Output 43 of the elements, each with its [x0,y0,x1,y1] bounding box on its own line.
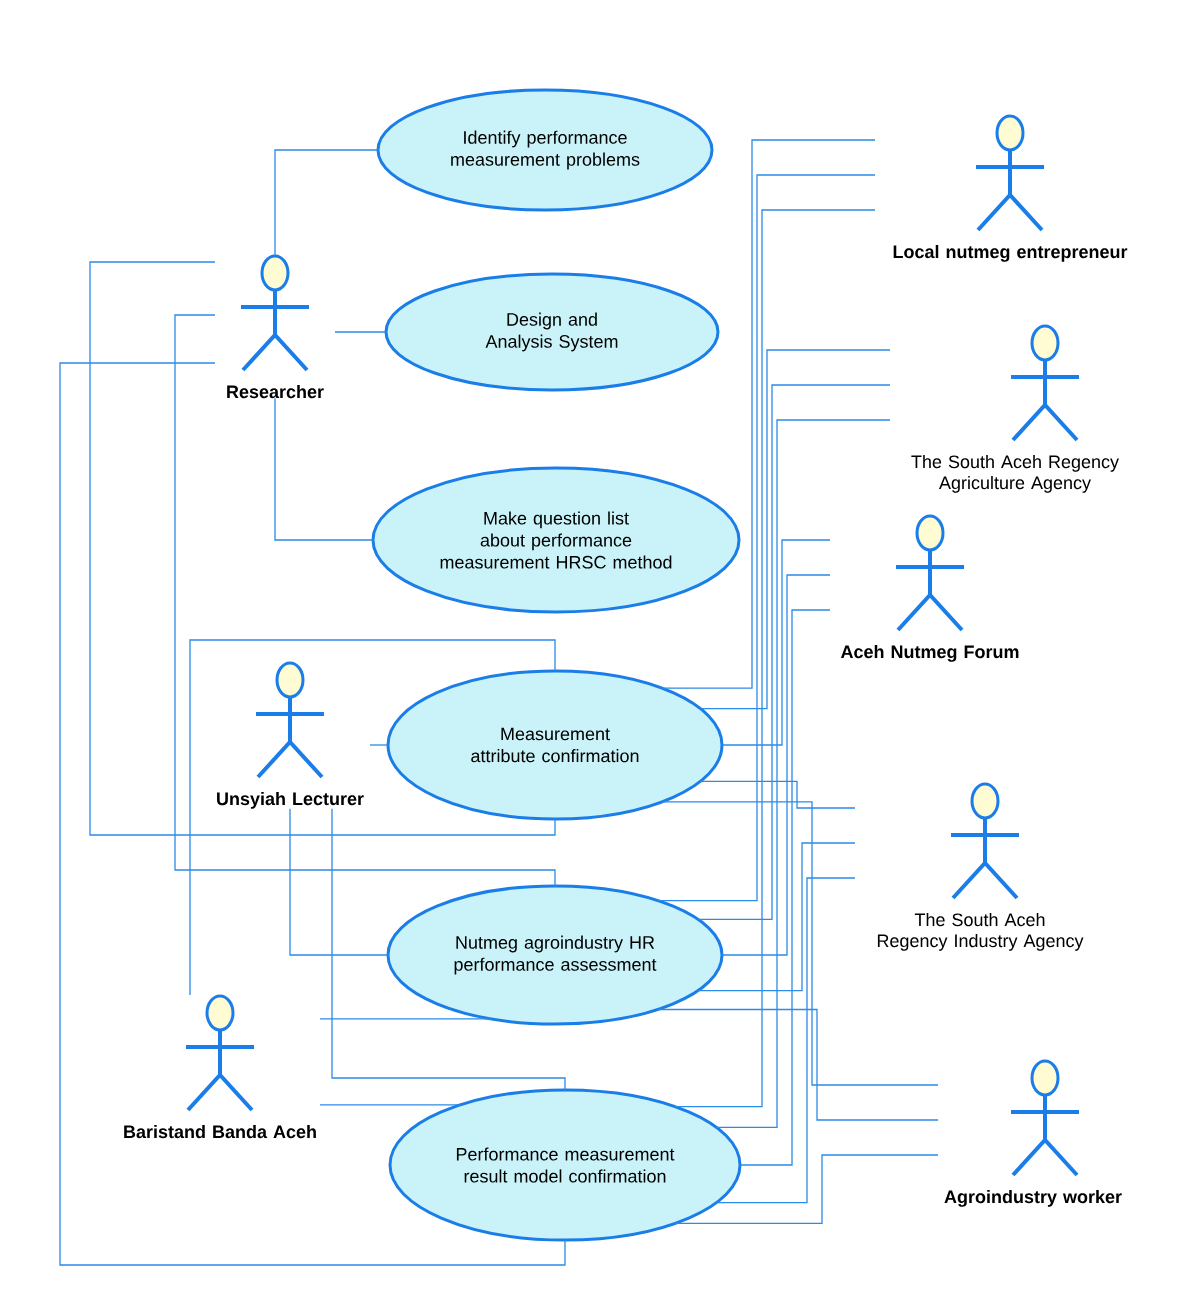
connector-line [739,609,831,1166]
connector-line [697,842,856,992]
node-label: The South Aceh Regency Agriculture Agency [911,454,1119,493]
connector-line [274,149,379,256]
actor: Local nutmeg entrepreneur [893,114,1128,262]
connector-line [674,1154,939,1225]
actor: Baristand Banda Aceh [124,994,316,1139]
node-label: Unsyiah Lecturer [217,791,364,809]
actor: Researcher [227,254,324,399]
connector-line [334,331,387,333]
connector-line [274,397,374,541]
node-label: Aceh Nutmeg Forum [840,644,1019,662]
connector-line [189,639,556,996]
connector-line [656,1008,939,1121]
node-label: The South Aceh Regency Industry Agency [877,912,1084,951]
connector-line [715,877,856,1204]
connector-line [674,209,876,1108]
actor: The South Aceh Regency Agriculture Agency [911,324,1119,493]
connector-line [174,314,556,887]
node-label: Local nutmeg entrepreneur [893,244,1128,262]
connector-line [721,539,831,746]
connector-line [721,574,831,956]
connector-line [59,362,566,1266]
connector-line [369,744,389,746]
connector-line [661,801,939,1086]
connector-line [289,808,389,956]
actor: The South Aceh Regency Industry Agency [877,782,1084,951]
connector-line [89,261,556,836]
actor: Aceh Nutmeg Forum [840,514,1019,662]
connector-line [656,174,876,902]
actor: Unsyiah Lecturer [217,661,364,809]
connector-line [319,1018,492,1020]
actor: Agroindustry worker [944,1059,1122,1207]
node-label: Researcher [227,384,324,399]
connector-line [699,780,856,809]
connector-line [699,349,891,710]
connector-line [697,384,891,920]
node-label: Baristand Banda Aceh [124,1124,316,1139]
connector-line [319,1104,462,1106]
connector-line [331,808,566,1091]
connector-line [715,419,891,1128]
node-label: Agroindustry worker [944,1189,1122,1207]
connector-line [661,139,876,689]
